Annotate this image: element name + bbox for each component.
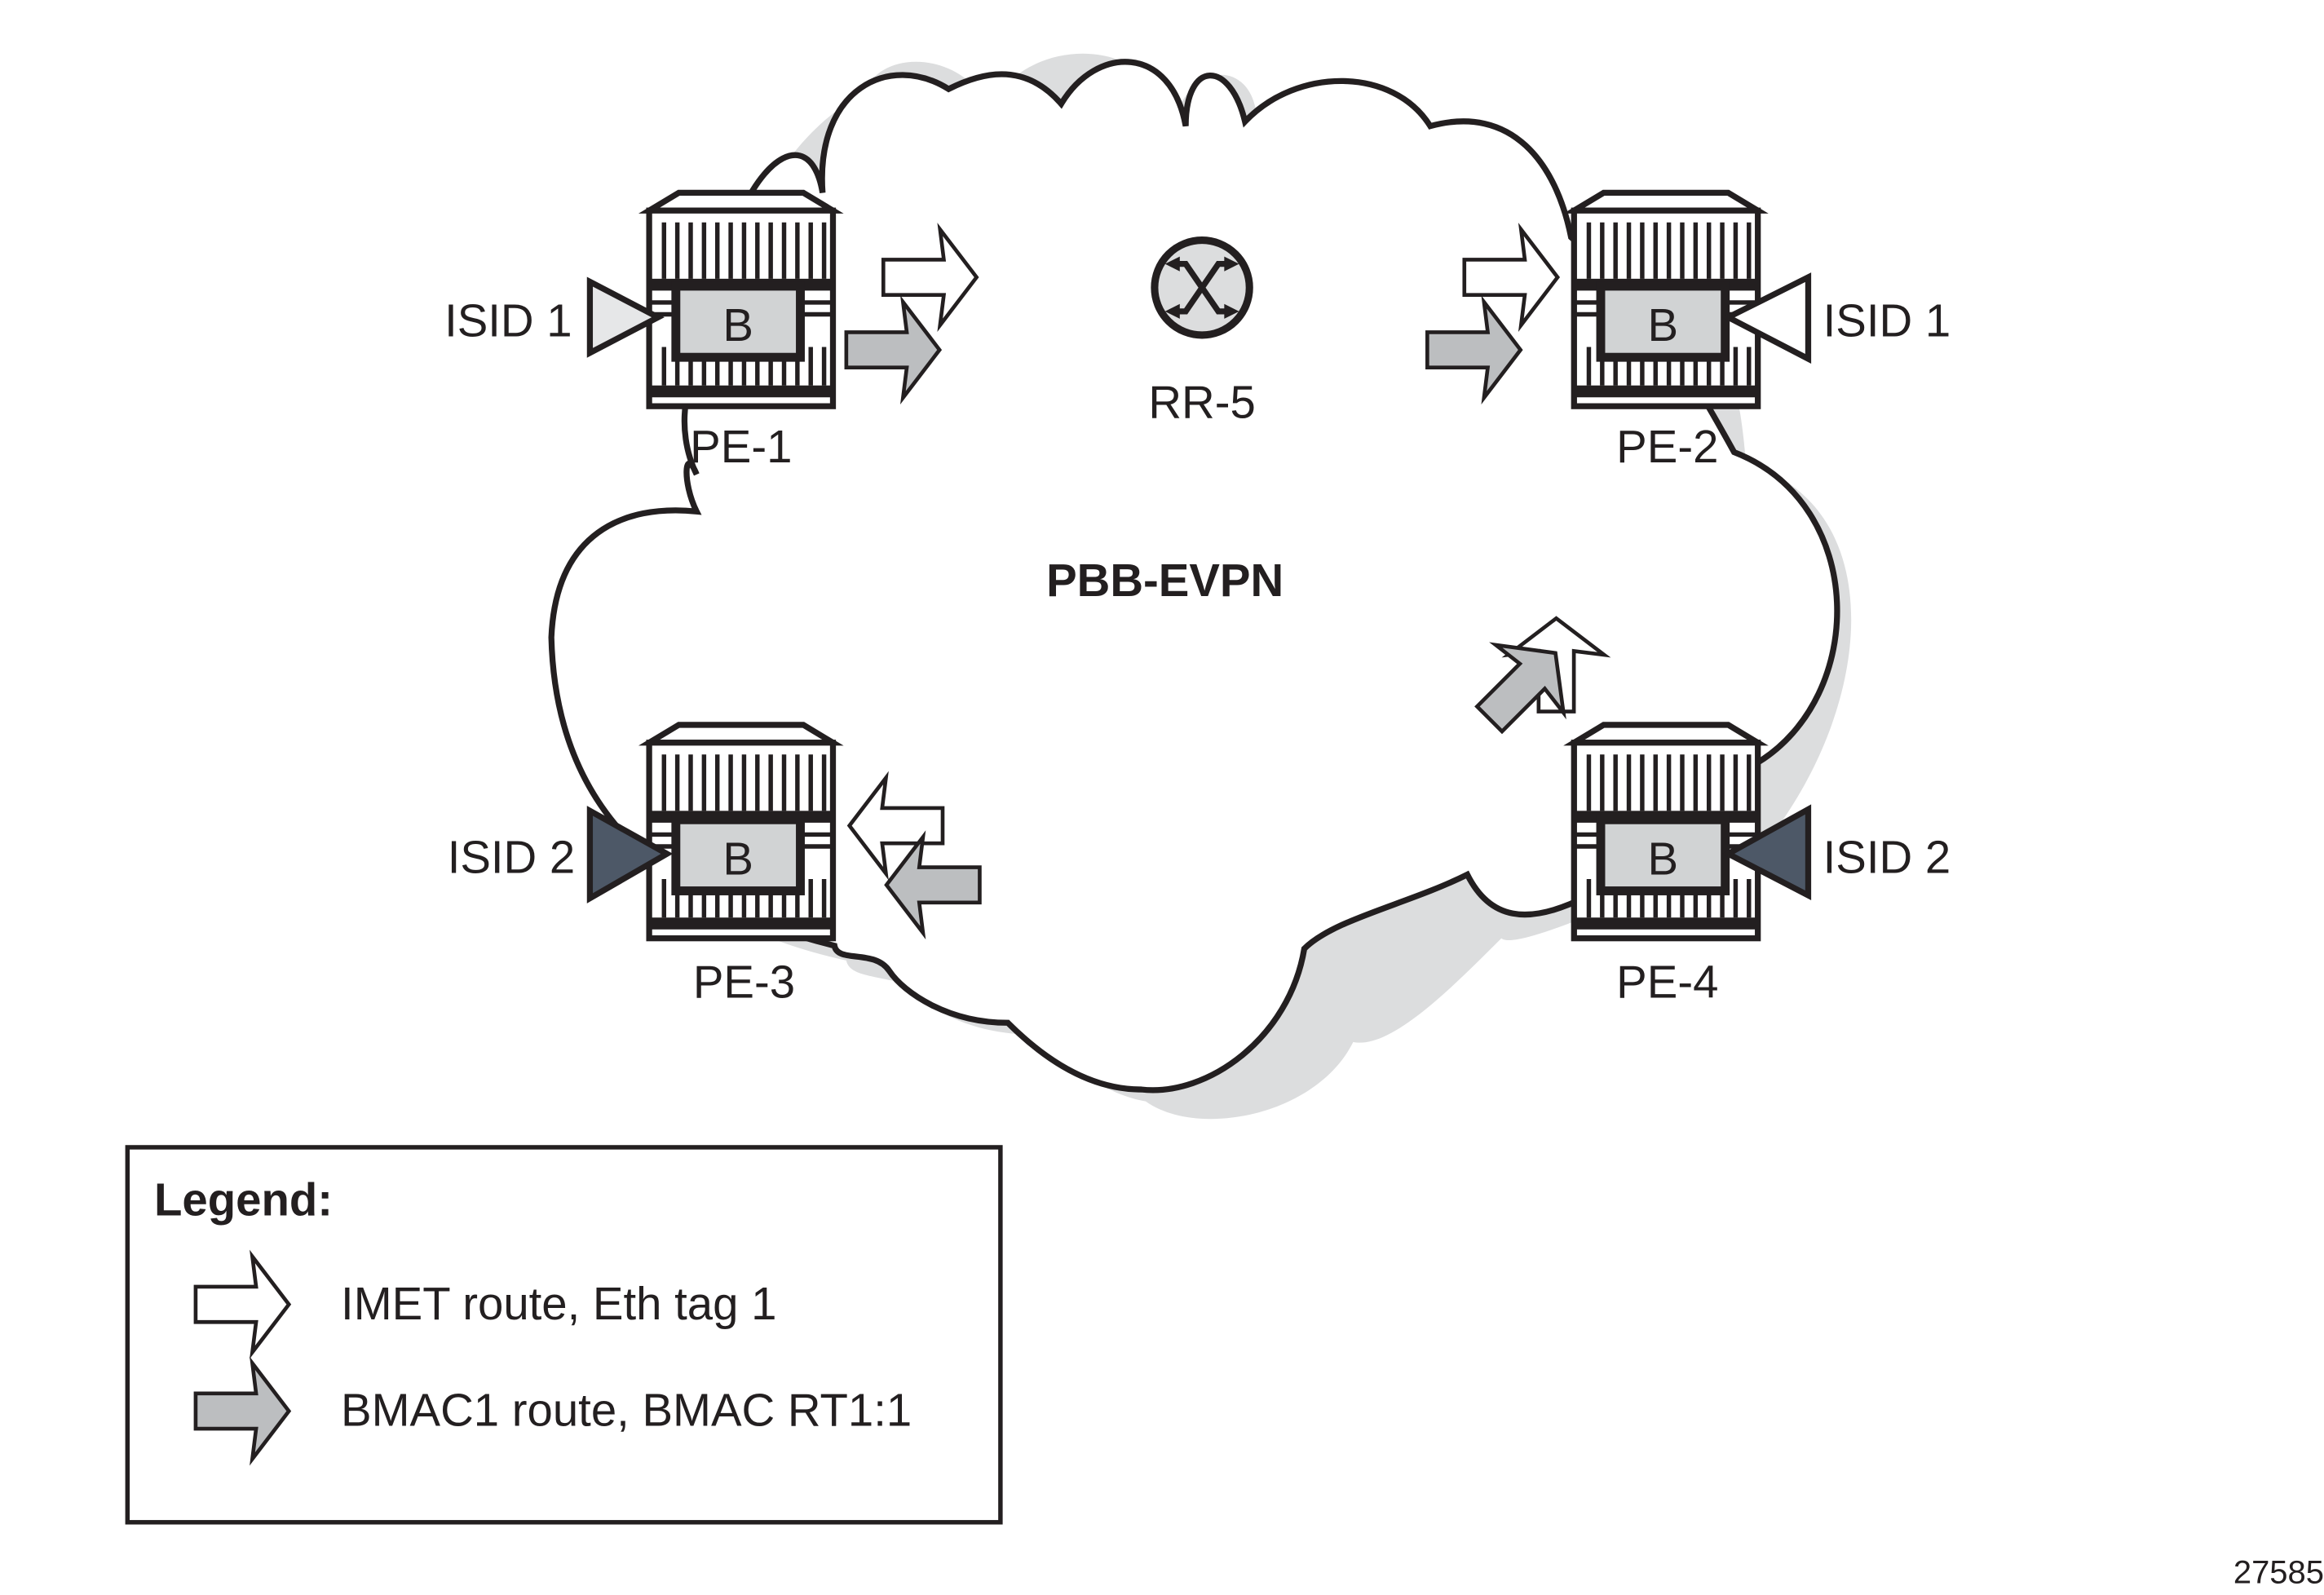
network-label: PBB-EVPN: [1046, 554, 1284, 606]
route-reflector-label: RR-5: [1148, 377, 1255, 428]
pe4-label: PE-4: [1616, 956, 1718, 1007]
legend-title: Legend:: [154, 1174, 333, 1226]
route-reflector[interactable]: RR-5: [1148, 236, 1256, 428]
pe2-label: PE-2: [1616, 421, 1718, 472]
node-pe3[interactable]: B ISID 2 PE-3: [448, 725, 833, 1007]
legend-item-imet: IMET route, Eth tag 1: [341, 1278, 776, 1329]
legend: Legend: IMET route, Eth tag 1 BMAC1 rout…: [125, 1145, 1003, 1525]
pe4-module-label: B: [1648, 833, 1679, 885]
pe1-module-label: B: [722, 299, 753, 351]
figure-id: 27585: [2233, 1554, 2324, 1590]
pe3-isid-label: ISID 2: [448, 832, 576, 883]
pe3-label: PE-3: [693, 956, 795, 1007]
pe1-label: PE-1: [690, 421, 792, 472]
pe1-isid-triangle: [586, 276, 665, 358]
node-pe2[interactable]: B ISID 1 PE-2: [1574, 192, 1951, 472]
pe2-isid-triangle: [1721, 272, 1812, 364]
legend-item-bmac: BMAC1 route, BMAC RT1:1: [341, 1385, 912, 1436]
pe2-module-label: B: [1648, 299, 1679, 351]
node-pe4[interactable]: B ISID 2 PE-4: [1574, 725, 1951, 1007]
pe2-isid-label: ISID 1: [1823, 295, 1951, 347]
pe1-isid-label: ISID 1: [444, 295, 572, 347]
node-pe1[interactable]: B ISID 1 PE-1: [444, 192, 833, 472]
pe4-isid-triangle: [1721, 804, 1812, 900]
pe3-isid-triangle: [586, 806, 674, 904]
pe4-isid-label: ISID 2: [1823, 832, 1951, 883]
pe3-module-label: B: [722, 833, 753, 885]
